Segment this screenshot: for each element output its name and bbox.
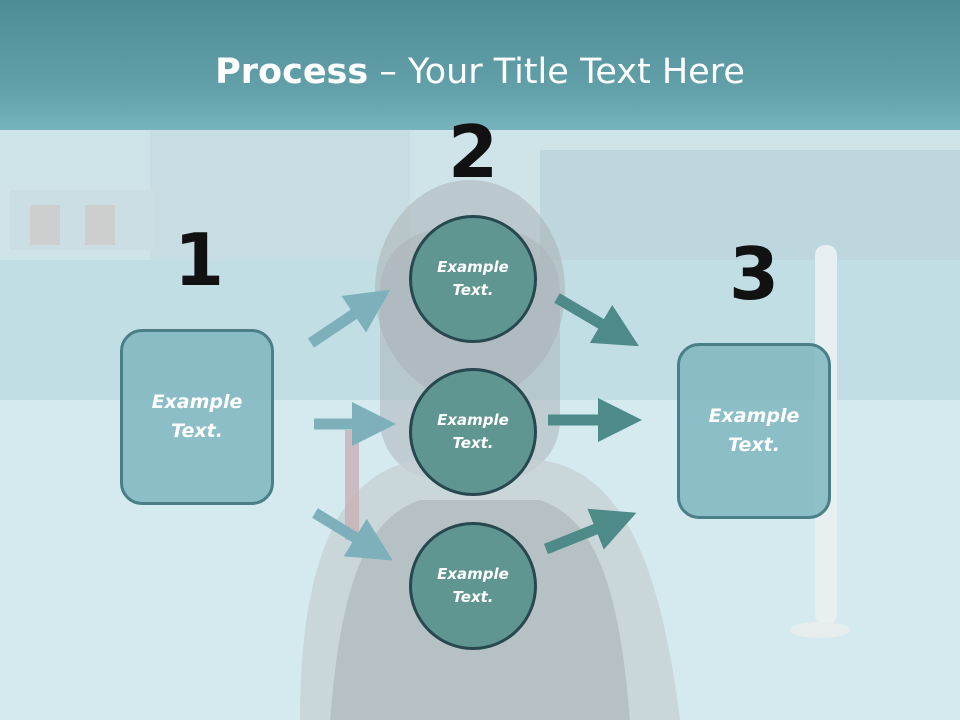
arrow-1-to-top — [307, 289, 391, 348]
step-number-1: 1 — [173, 218, 225, 302]
slide-title: Process – Your Title Text Here — [0, 52, 960, 92]
step-number-3: 3 — [728, 232, 780, 316]
step-3-text: Example Text. — [708, 405, 800, 456]
arrow-1-to-bottom — [312, 508, 393, 561]
step-2-circle-middle: Example Text. — [409, 368, 537, 496]
circle-top-text: Example Text. — [437, 258, 509, 299]
arrow-top-to-3 — [554, 293, 639, 347]
title-bar — [0, 0, 960, 130]
step-3-box: Example Text. — [677, 343, 831, 519]
arrow-bottom-to-3 — [543, 508, 637, 555]
step-1-text: Example Text. — [151, 391, 243, 442]
step-number-2: 2 — [447, 110, 499, 194]
step-2-circle-bottom: Example Text. — [409, 522, 537, 650]
circle-bottom-text: Example Text. — [437, 565, 509, 606]
step-2-circle-top: Example Text. — [409, 215, 537, 343]
circle-middle-text: Example Text. — [437, 411, 509, 452]
title-strong: Process — [215, 52, 369, 92]
step-1-box: Example Text. — [120, 329, 274, 505]
title-rest: – Your Title Text Here — [368, 52, 745, 92]
